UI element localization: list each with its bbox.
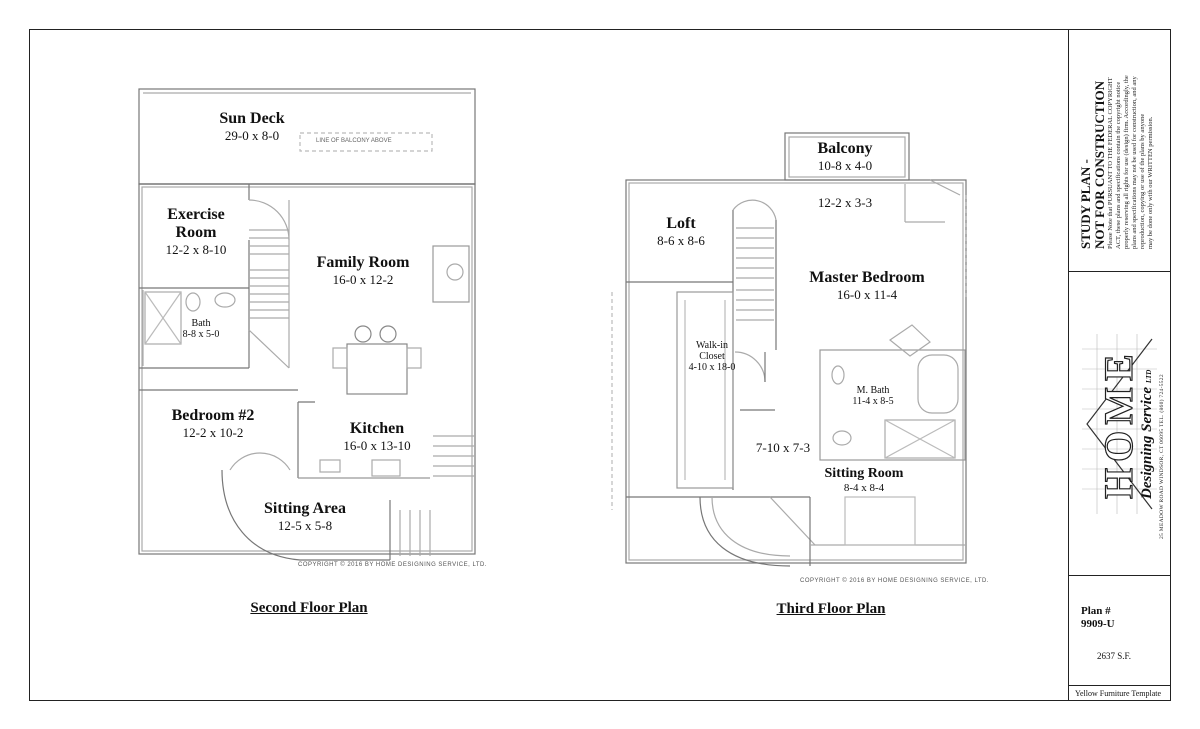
room-kitchen: Kitchen 16-0 x 13-10 (343, 420, 411, 453)
room-bedroom-2: Bedroom #2 12-2 x 10-2 (171, 407, 255, 440)
title-block-divider (1069, 685, 1171, 686)
room-bath: Bath 8-8 x 5-0 (182, 318, 220, 340)
room-balcony: Balcony 10-8 x 4-0 (817, 140, 873, 173)
study-plan-notice: STUDY PLAN - NOT FOR CONSTRUCTION Please… (1078, 75, 1154, 249)
square-footage: 2637 S.F. (1097, 651, 1132, 661)
room-sun-deck: Sun Deck 29-0 x 8-0 (219, 110, 285, 143)
room-loft: Loft 8-6 x 8-6 (657, 215, 705, 248)
template-note: Yellow Furniture Template (1075, 689, 1162, 698)
company-logo-graphic (1082, 334, 1157, 514)
room-master-bath: M. Bath 11-4 x 8-5 (852, 385, 894, 407)
second-floor-copyright: COPYRIGHT © 2016 BY HOME DESIGNING SERVI… (298, 562, 488, 568)
title-block-divider (1069, 575, 1171, 576)
title-block: STUDY PLAN - NOT FOR CONSTRUCTION Please… (1068, 29, 1171, 701)
second-floor-walls (138, 88, 476, 561)
room-master-bedroom: Master Bedroom 16-0 x 11-4 (809, 269, 925, 302)
floor-plan-drawings (138, 88, 967, 567)
third-floor-copyright: COPYRIGHT © 2016 BY HOME DESIGNING SERVI… (800, 578, 990, 584)
third-floor-walls (611, 132, 967, 567)
company-address: 25 MEADOW ROAD WINDSOR, CT 06095 TEL. (8… (1159, 374, 1165, 539)
room-walk-in-closet: Walk-in Closet 4-10 x 18-0 (688, 340, 736, 373)
company-logo: HOME Designing Service LTD (1095, 348, 1155, 500)
room-hall-dim: 7-10 x 7-3 (755, 440, 811, 455)
third-floor-title: Third Floor Plan (776, 601, 886, 617)
room-family: Family Room 16-0 x 12-2 (316, 254, 410, 287)
second-floor-title: Second Floor Plan (250, 600, 368, 616)
balcony-above-note: LINE OF BALCONY ABOVE (316, 138, 392, 144)
plan-number-block: Plan # 9909-U (1081, 605, 1115, 630)
room-sitting-area: Sitting Area 12-5 x 5-8 (264, 500, 346, 533)
room-sitting-room: Sitting Room 8-4 x 8-4 (824, 466, 904, 494)
title-block-divider (1069, 271, 1171, 272)
room-exercise: Exercise Room 12-2 x 8-10 (165, 206, 227, 257)
room-alcove-dim: 12-2 x 3-3 (817, 195, 873, 210)
drawing-sheet-border (29, 29, 1171, 701)
